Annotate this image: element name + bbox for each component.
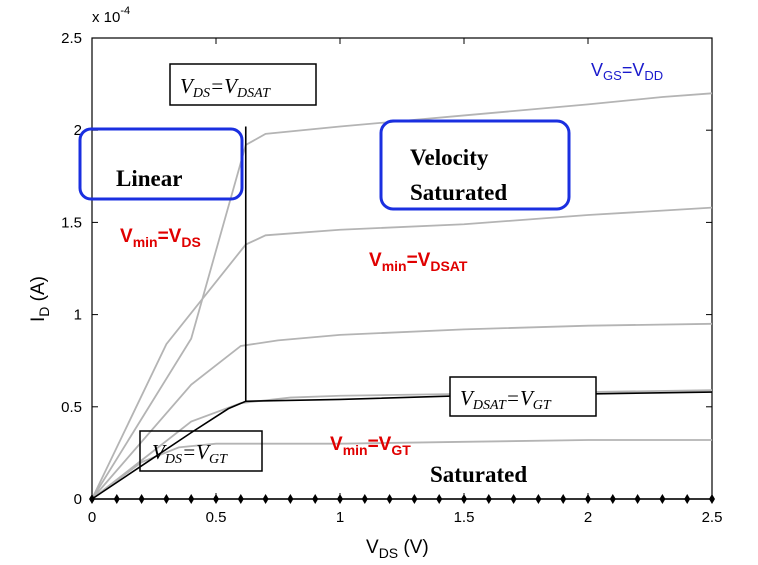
diamond-marker	[510, 494, 517, 504]
diamond-marker	[659, 494, 666, 504]
x-axis-title: VDS (V)	[366, 537, 429, 561]
curves	[91, 92, 713, 500]
diamond-marker	[361, 494, 368, 504]
linear-region-box	[78, 127, 244, 201]
velocity-label-line2: Saturated	[410, 180, 507, 205]
y-tick-label: 2.5	[61, 30, 82, 47]
exponent-label: x 10-4	[92, 5, 130, 26]
vmin-vds-label: Vmin=VDS	[120, 226, 201, 250]
x-tick-label: 0.5	[206, 509, 227, 526]
diamond-marker	[337, 494, 343, 504]
tick-labels: 0 0.5 1 1.5 2 2.5 0 0.5 1 1.5 2 2.5	[61, 30, 722, 526]
series-line-4	[91, 439, 712, 500]
y-tick-label: 1.5	[61, 214, 82, 231]
y-tick-label: 0.5	[61, 399, 82, 416]
vmin-vgt-label: Vmin=VGT	[330, 434, 411, 458]
diamond-marker	[262, 494, 269, 504]
diamond-marker	[138, 494, 145, 504]
y-axis-title: ID (A)	[28, 276, 52, 322]
diamond-marker	[237, 494, 244, 504]
diamond-marker	[634, 494, 641, 504]
diamond-marker	[709, 494, 715, 504]
diamond-marker	[609, 494, 616, 504]
diamond-marker	[535, 494, 542, 504]
x-tick-label: 0	[88, 509, 96, 526]
diamond-marker	[560, 494, 567, 504]
diamond-marker	[213, 494, 219, 504]
diamond-marker	[684, 494, 691, 504]
velocity-saturated-box	[379, 119, 571, 211]
y-tick-label: 1	[74, 307, 82, 324]
x-tick-label: 2.5	[702, 509, 723, 526]
series-line-1	[91, 206, 713, 500]
vds-vdsat-label: VDS=VDSAT	[180, 74, 271, 101]
x-tick-label: 1	[336, 509, 344, 526]
diamond-marker	[312, 494, 319, 504]
diamond-marker	[89, 494, 95, 504]
diamond-marker	[461, 494, 467, 504]
diamond-marker	[411, 494, 418, 504]
diamond-marker	[188, 494, 195, 504]
vds-vgt-label: VDS=VGT	[152, 440, 228, 467]
linear-region-label: Linear	[116, 166, 182, 191]
vds-vdsat-box	[169, 63, 317, 106]
vdsat-vgt-box	[449, 376, 597, 417]
x-tick-label: 1.5	[454, 509, 475, 526]
series-line-2	[91, 322, 713, 500]
vmin-vdsat-label: Vmin=VDSAT	[369, 250, 468, 274]
velocity-label-line1: Velocity	[410, 145, 489, 170]
diamond-markers	[89, 494, 715, 504]
saturated-region-label: Saturated	[430, 462, 527, 487]
vgs-vdd-label: VGS=VDD	[591, 60, 663, 83]
series-line-0	[91, 92, 713, 500]
y-tick-label: 0	[74, 491, 82, 508]
diamond-marker	[436, 494, 443, 504]
x-tick-label: 2	[584, 509, 592, 526]
diamond-marker	[163, 494, 170, 504]
diamond-marker	[485, 494, 492, 504]
y-tick-label: 2	[74, 122, 82, 139]
diamond-marker	[287, 494, 294, 504]
diamond-marker	[585, 494, 591, 504]
diamond-marker	[386, 494, 393, 504]
diamond-marker	[113, 494, 120, 504]
vds-vgt-box	[139, 430, 263, 472]
vdsat-vgt-label: VDSAT=VGT	[460, 386, 552, 413]
